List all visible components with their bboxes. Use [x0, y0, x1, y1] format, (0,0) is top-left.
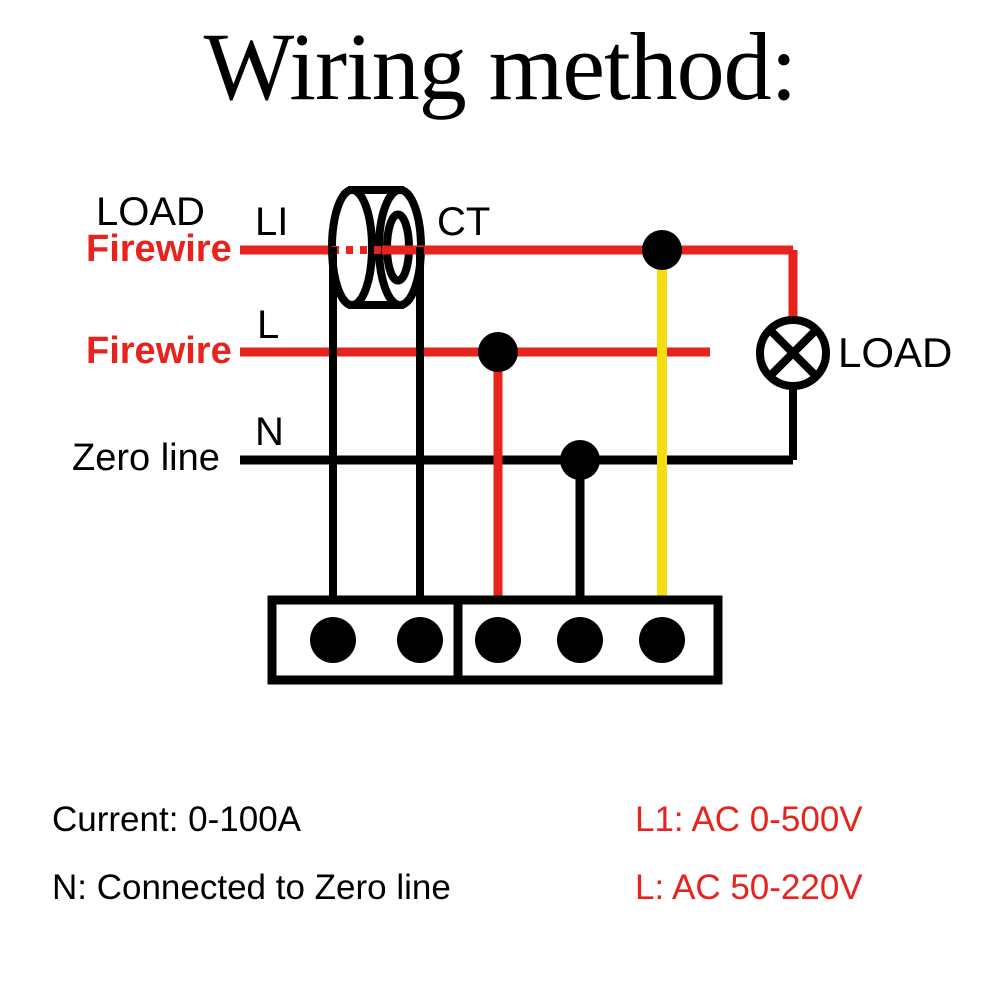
page-title: Wiring method:	[203, 13, 798, 120]
terminal-4	[557, 617, 603, 663]
label-zero-line: Zero line	[72, 437, 220, 479]
terminal-3	[475, 617, 521, 663]
label-terminal-n: N	[255, 410, 284, 454]
label-firewire-l: Firewire	[86, 330, 232, 372]
junction-dot-l1	[642, 230, 682, 270]
label-load-right: LOAD	[838, 329, 953, 376]
wire-ct-secondary-pair	[329, 247, 424, 610]
label-firewire-l1: Firewire	[86, 228, 232, 270]
note-current-range: Current: 0-100A	[52, 800, 302, 839]
note-neutral-connection: N: Connected to Zero line	[52, 868, 451, 907]
terminal-block	[267, 595, 723, 685]
note-l-voltage-range: L: AC 50-220V	[635, 868, 863, 907]
label-terminal-l1: LI	[255, 200, 289, 244]
load-lamp-icon	[756, 316, 830, 390]
note-l1-voltage-range: L1: AC 0-500V	[635, 800, 863, 839]
terminal-2	[397, 617, 443, 663]
terminal-5	[639, 617, 685, 663]
label-ct: CT	[437, 200, 491, 244]
junction-dot-n	[560, 440, 600, 480]
junction-dot-l	[478, 332, 518, 372]
wire-l1-live	[240, 245, 798, 322]
label-terminal-l: L	[257, 303, 280, 347]
label-load-left: LOAD	[96, 190, 205, 234]
junction-dots	[478, 230, 682, 480]
terminal-1	[310, 617, 356, 663]
